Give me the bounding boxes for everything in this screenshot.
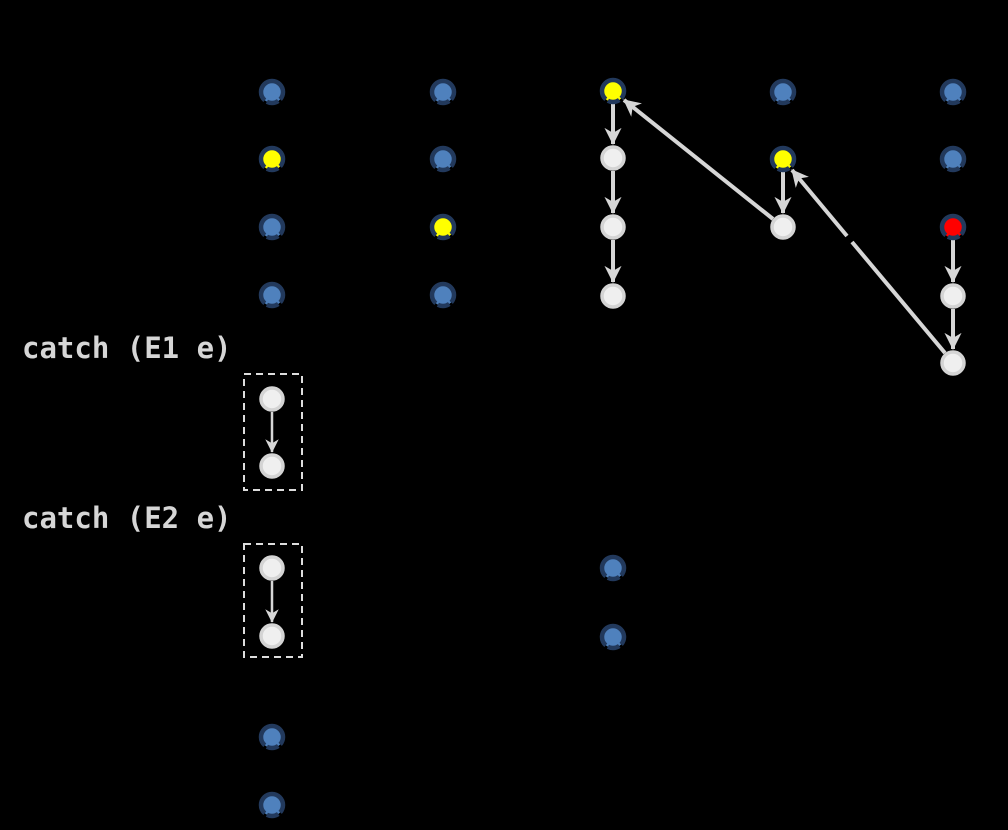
node-col4-row2-yellow bbox=[769, 145, 797, 173]
node-catch1-step2 bbox=[259, 453, 285, 479]
catch-e2-handler-box bbox=[243, 543, 303, 658]
node-col2-row1-blue bbox=[429, 78, 457, 106]
node-col3-row2-executed bbox=[600, 145, 626, 171]
node-bottom1-blue bbox=[258, 723, 286, 751]
node-col5-row4-executed bbox=[940, 283, 966, 309]
node-mid-lower2-blue bbox=[599, 623, 627, 651]
catch-e1-label: catch (E1 e) bbox=[22, 331, 232, 365]
node-col3-row1-yellow bbox=[599, 77, 627, 105]
node-col5-row1-blue bbox=[939, 78, 967, 106]
node-mid-lower1-blue bbox=[599, 554, 627, 582]
control-flow-arrows bbox=[265, 98, 962, 623]
node-col5-row3-throw bbox=[939, 213, 967, 241]
node-col3-row3-executed bbox=[600, 214, 626, 240]
catch-handler-boxes bbox=[243, 373, 303, 658]
node-col2-row4-blue bbox=[429, 281, 457, 309]
node-col1-row1-blue bbox=[258, 78, 286, 106]
node-col3-row4-executed bbox=[600, 283, 626, 309]
node-col4-row3-executed bbox=[770, 214, 796, 240]
node-col1-row4-blue bbox=[258, 281, 286, 309]
catch-e2-label: catch (E2 e) bbox=[22, 501, 232, 535]
node-col1-row2-yellow bbox=[258, 145, 286, 173]
node-col4-row1-blue bbox=[769, 78, 797, 106]
node-col5-row2-blue bbox=[939, 145, 967, 173]
node-col5-row5-executed bbox=[940, 350, 966, 376]
catch-e1-handler-box bbox=[243, 373, 303, 491]
propagate-arrow-col5-to-col4-tail bbox=[850, 240, 947, 355]
return-arrow-col4-to-col3 bbox=[622, 98, 775, 221]
node-catch2-step1 bbox=[259, 555, 285, 581]
node-bottom2-blue bbox=[258, 791, 286, 819]
statement-nodes bbox=[258, 77, 967, 819]
node-col2-row3-yellow bbox=[429, 213, 457, 241]
node-col2-row2-blue bbox=[429, 145, 457, 173]
node-col1-row3-blue bbox=[258, 213, 286, 241]
node-catch1-step1 bbox=[259, 386, 285, 412]
node-catch2-step2 bbox=[259, 623, 285, 649]
propagate-arrow-col5-to-col4-head bbox=[790, 168, 849, 238]
